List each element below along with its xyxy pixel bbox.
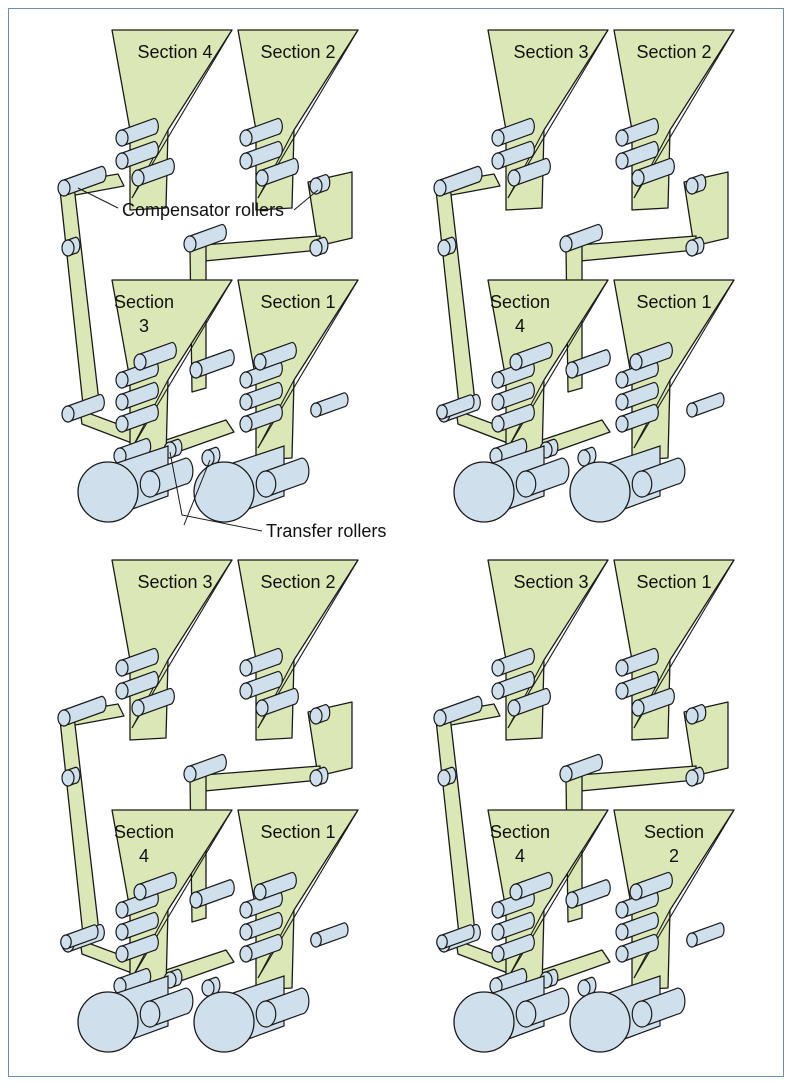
folder-drum [78,976,193,1052]
roller [438,237,456,256]
roller [62,237,80,256]
web-ribbon [436,186,476,414]
section-label: Section 4 [137,42,212,62]
roller [62,767,80,786]
roller [311,923,348,947]
roller [687,923,724,947]
web-ribbon [60,716,100,944]
section-label: Section 1 [260,822,335,842]
roller [438,767,456,786]
section-label: Section 2 [260,42,335,62]
section-label: Section 2 [636,42,711,62]
section-label: Section 2 [260,572,335,592]
folder-drum [454,446,569,522]
web-ribbon [436,716,476,944]
folder-drum [454,976,569,1052]
roller [311,393,348,417]
section-label: Section 1 [636,292,711,312]
section-label: Section 3 [137,572,212,592]
transfer-rollers-label: Transfer rollers [266,521,386,541]
roller [687,393,724,417]
web-ribbon [60,186,100,414]
section-label: Section 1 [636,572,711,592]
section-label: Section 1 [260,292,335,312]
compensator-rollers-label: Compensator rollers [122,200,284,220]
section-label: Section 3 [513,42,588,62]
section-label: Section 3 [513,572,588,592]
